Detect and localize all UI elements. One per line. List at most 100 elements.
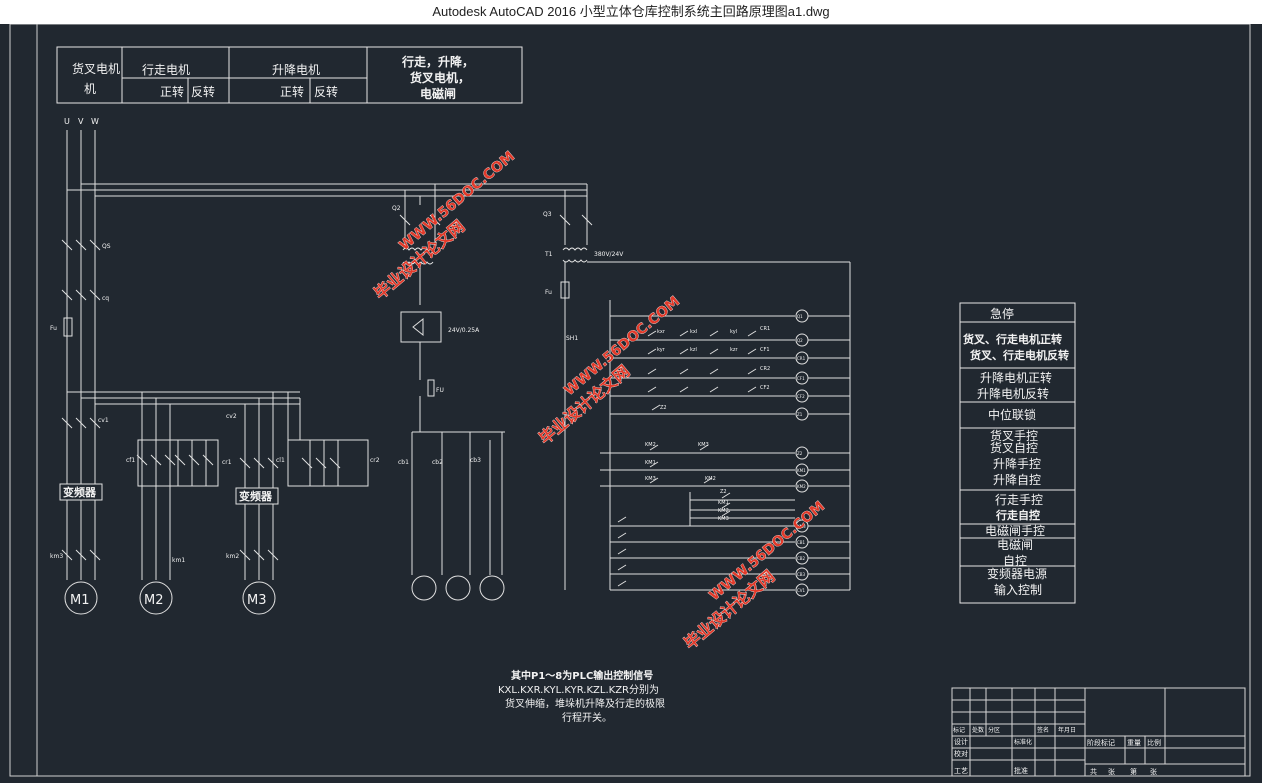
label-cq: cq: [102, 295, 109, 302]
coil-label-9: KM3: [797, 524, 806, 529]
coil-label-4: CF2: [797, 394, 805, 399]
watermark-3: 毕业设计论文网 WWW.56DOC.COM: [680, 498, 828, 653]
legend-item-16: 输入控制: [994, 582, 1042, 597]
contact-label-8: KM1: [645, 460, 656, 466]
label-cb2: cb2: [432, 459, 443, 466]
cad-drawing[interactable]: 货叉电机 机 行走电机 升降电机 正转 反转 正转 反转 行走，升降， 货叉电机…: [0, 24, 1262, 783]
legend-item-2: 货叉、行走电机反转: [969, 348, 1069, 362]
label-cr2: cr2: [370, 457, 380, 464]
header-fork-motor: 货叉电机: [72, 61, 120, 76]
header-lift-motor: 升降电机: [272, 63, 320, 77]
note-line4: 行程开关。: [562, 711, 612, 724]
tb-stage-mark: 阶段标记: [1087, 738, 1115, 747]
legend-item-13: 电磁闸: [997, 537, 1033, 552]
watermark-1: 毕业设计论文网 WWW.56DOC.COM: [370, 148, 518, 303]
label-fu2: FU: [436, 387, 444, 394]
label-fu: Fu: [50, 325, 57, 332]
legend-item-10: 行走手控: [995, 493, 1043, 507]
coil-group: Q1Q2CR1CF1CF2Z1Z2KM1KM2KM3CB1CB2CB3CV1kx…: [645, 309, 850, 597]
legend-item-12: 电磁闸手控: [985, 523, 1045, 538]
tb-weight: 重量: [1127, 739, 1141, 747]
tb-page: 第: [1130, 767, 1137, 776]
main-power-circuit: [59, 130, 851, 615]
motor-m2: M2: [144, 593, 164, 608]
contact-label-1: kxl: [690, 329, 697, 335]
tb-sheet-1: 张: [1108, 767, 1115, 776]
legend-item-0: 急停: [990, 306, 1014, 321]
coil-label-7: KM1: [797, 468, 806, 473]
rung-label-1: CF1: [760, 347, 770, 353]
coil-label-12: CB3: [797, 572, 806, 577]
inverter-2: 变频器: [239, 489, 273, 503]
window-title: Autodesk AutoCAD 2016 小型立体仓库控制系统主回路原理图a1…: [0, 0, 1262, 24]
label-km1: km1: [172, 557, 185, 564]
rung-label-0: CR1: [760, 326, 770, 332]
contact-label-5: kzr: [730, 347, 739, 353]
label-cl1: cl1: [276, 457, 285, 464]
coil-label-6: Z2: [797, 451, 803, 456]
header-travel-motor: 行走电机: [142, 63, 190, 77]
legend-item-4: 升降电机反转: [977, 386, 1049, 401]
header-brake-line3: 电磁闸: [420, 86, 456, 101]
title-block: [951, 687, 1246, 777]
label-transformer: 380V/24V: [594, 251, 624, 258]
contact-label-9: KM3: [645, 476, 656, 482]
contact-label-6: KM2: [645, 442, 656, 448]
header-brake-line2: 货叉电机，: [410, 70, 470, 85]
tb-check: 校对: [954, 749, 968, 758]
motor-m3: M3: [247, 593, 267, 608]
label-sh1: SH1: [566, 335, 578, 342]
tb-approve: 批准: [1014, 766, 1028, 775]
note-line2: KXL.KXR.KYL.KYR.KZL.KZR分别为: [498, 684, 659, 696]
drawing-frame: [9, 24, 1251, 777]
legend-item-15: 变频器电源: [987, 566, 1047, 581]
coil-label-0: Q1: [797, 314, 803, 319]
phase-w: W: [91, 117, 99, 126]
legend-item-1: 货叉、行走电机正转: [962, 332, 1062, 346]
contact-label-2: kyl: [730, 329, 737, 335]
header-lift-forward: 正转: [280, 84, 304, 99]
coil-label-13: CV1: [797, 588, 806, 593]
legend-item-5: 中位联锁: [988, 407, 1036, 422]
tb-date: 年月日: [1058, 726, 1076, 734]
contact-label-7: KM3: [698, 442, 709, 448]
coil-label-5: Z1: [797, 412, 803, 417]
label-q3: Q3: [543, 211, 552, 218]
coil-label-2: CR1: [797, 356, 806, 361]
label-cf1: cf1: [126, 457, 135, 464]
inverter-1: 变频器: [63, 485, 97, 499]
legend-item-14: 自控: [1003, 554, 1027, 568]
contact-label-3: kyr: [657, 347, 666, 353]
legend-item-8: 升降手控: [993, 457, 1041, 471]
rung-label-3: CF2: [760, 385, 770, 391]
note-line1: 其中P1～8为PLC输出控制信号: [511, 669, 653, 682]
label-qs: QS: [102, 243, 111, 250]
coil-label-3: CF1: [797, 376, 805, 381]
legend-item-3: 升降电机正转: [980, 370, 1052, 385]
header-travel-reverse: 反转: [191, 84, 215, 99]
label-km2: km2: [226, 553, 239, 560]
phase-v: V: [78, 117, 84, 126]
contact-label-12: KM1: [718, 500, 729, 506]
label-t1: T1: [544, 251, 553, 258]
legend-table: [959, 302, 1076, 604]
tb-total: 共: [1090, 767, 1097, 776]
label-rectifier: 24V/0.25A: [448, 327, 480, 334]
motor-m1: M1: [70, 593, 90, 608]
legend-item-11: 行走自控: [995, 508, 1040, 522]
label-cb1: cb1: [398, 459, 409, 466]
header-brake-line1: 行走，升降，: [401, 54, 474, 69]
label-fu3: Fu: [545, 289, 552, 296]
header-fork-motor-2: 机: [84, 82, 96, 96]
tb-marks: 标记: [953, 726, 965, 734]
legend-item-9: 升降自控: [993, 473, 1041, 487]
coil-label-1: Q2: [797, 338, 803, 343]
tb-standardize: 标准化: [1014, 738, 1032, 746]
tb-sheet-2: 张: [1150, 767, 1157, 776]
coil-label-10: CB1: [797, 540, 806, 545]
contact-label-14: KM3: [718, 516, 729, 522]
label-cv2: cv2: [226, 413, 237, 420]
phase-u: U: [64, 117, 70, 126]
label-q2: Q2: [392, 205, 401, 212]
legend-item-7: 货叉自控: [990, 440, 1038, 455]
